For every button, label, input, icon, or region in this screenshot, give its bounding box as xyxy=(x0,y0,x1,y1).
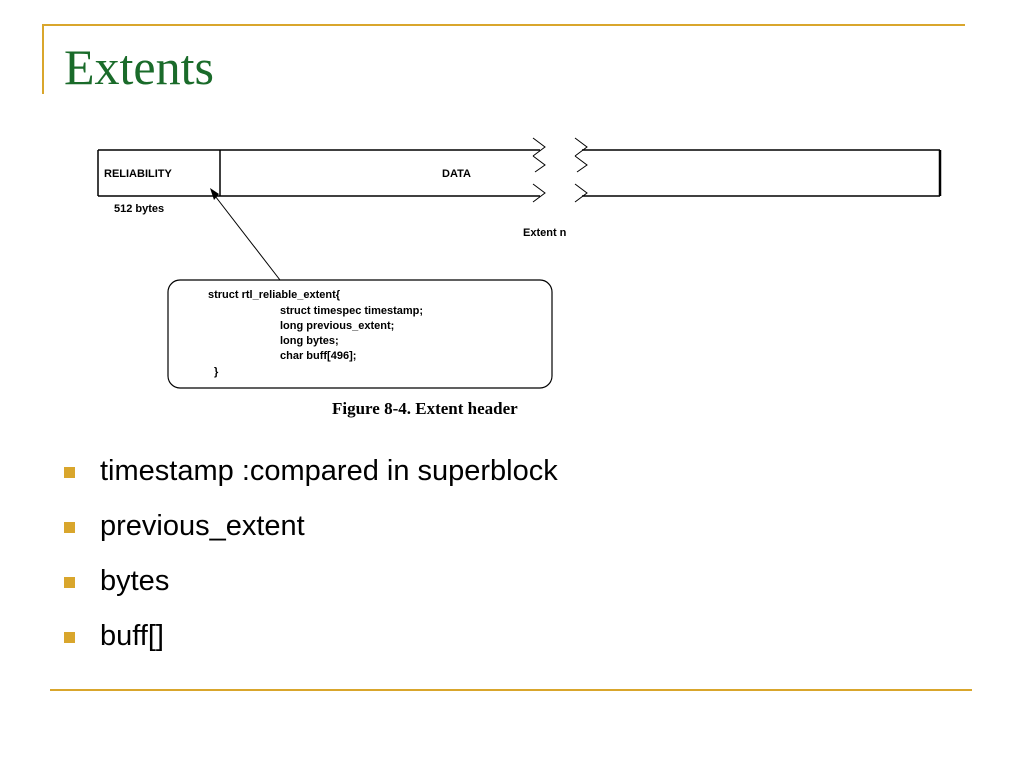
bullet-item: bytes xyxy=(62,560,558,615)
code-line-5: char buff[496]; xyxy=(280,350,356,362)
break-mark-bottom-right xyxy=(574,183,588,203)
break-mark-top-right xyxy=(574,137,588,157)
square-bullet-icon xyxy=(64,467,75,478)
bullet-list: timestamp :compared in superblock previo… xyxy=(62,450,558,670)
frame-left-line xyxy=(42,24,44,94)
square-bullet-icon xyxy=(64,577,75,588)
figure-caption: Figure 8-4. Extent header xyxy=(332,399,518,418)
data-label: DATA xyxy=(442,168,471,180)
struct-code-box xyxy=(167,279,553,389)
extent-n-label: Extent n xyxy=(523,227,567,239)
bullet-item: previous_extent xyxy=(62,505,558,560)
break-mark-top-right-tail xyxy=(574,155,588,173)
bullet-text: bytes xyxy=(100,565,170,597)
break-mark-top-left-tail xyxy=(532,155,546,173)
code-line-1: struct rtl_reliable_extent{ xyxy=(208,289,341,301)
break-mark-bottom-left xyxy=(532,183,546,203)
reliability-label: RELIABILITY xyxy=(104,168,172,180)
size-label: 512 bytes xyxy=(114,203,164,215)
bullet-text: timestamp :compared in superblock xyxy=(100,455,558,487)
slide-title: Extents xyxy=(64,39,214,95)
break-mark-top-left xyxy=(532,137,546,157)
code-line-4: long bytes; xyxy=(280,335,339,347)
extent-header-figure: RELIABILITY DATA 512 bytes Extent n stru… xyxy=(90,130,950,430)
bullet-text: previous_extent xyxy=(100,510,305,542)
bullet-text: buff[] xyxy=(100,620,164,652)
frame-top-line xyxy=(42,24,965,26)
pointer-arrowhead xyxy=(210,188,219,200)
bullet-item: buff[] xyxy=(62,615,558,670)
bottom-rule xyxy=(50,689,972,691)
code-line-6: } xyxy=(214,366,219,378)
extent-diagram: RELIABILITY DATA 512 bytes Extent n stru… xyxy=(97,137,942,418)
code-line-2: struct timespec timestamp; xyxy=(280,305,423,317)
square-bullet-icon xyxy=(64,522,75,533)
bullet-item: timestamp :compared in superblock xyxy=(62,450,558,505)
code-line-3: long previous_extent; xyxy=(280,320,394,332)
pointer-arrow-line xyxy=(211,191,281,281)
square-bullet-icon xyxy=(64,632,75,643)
